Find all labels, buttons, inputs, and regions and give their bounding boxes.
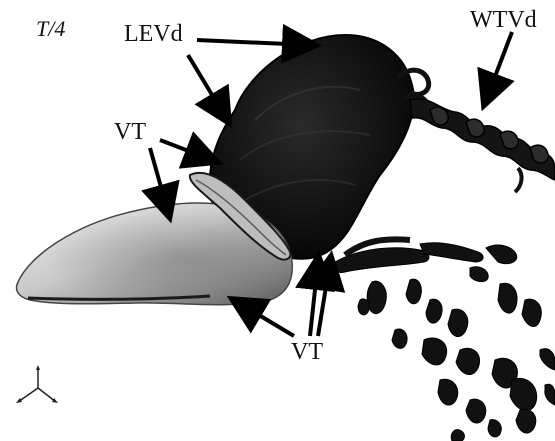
arrow-vt-lower-wing	[237, 302, 294, 336]
arrow-vt-upper-ring	[160, 140, 212, 160]
time-label: T/4	[36, 18, 65, 40]
wing-tip-vortex	[410, 99, 555, 192]
arrow-vt-upper-wing	[150, 148, 168, 212]
levd-label: LEVd	[124, 22, 183, 46]
arrow-wtvd	[486, 32, 512, 100]
axes-orientation-icon	[8, 362, 68, 412]
wtvd-label: WTVd	[470, 8, 537, 32]
shed-vortex-debris	[332, 239, 555, 441]
arrow-vt-lower-ring-b	[318, 262, 330, 336]
vt-upper-label: VT	[114, 120, 146, 144]
vt-lower-label: VT	[291, 340, 323, 364]
arrow-levd-down	[188, 55, 226, 118]
arrow-vt-lower-ring-a	[310, 262, 318, 336]
arrow-levd-top	[197, 40, 310, 45]
